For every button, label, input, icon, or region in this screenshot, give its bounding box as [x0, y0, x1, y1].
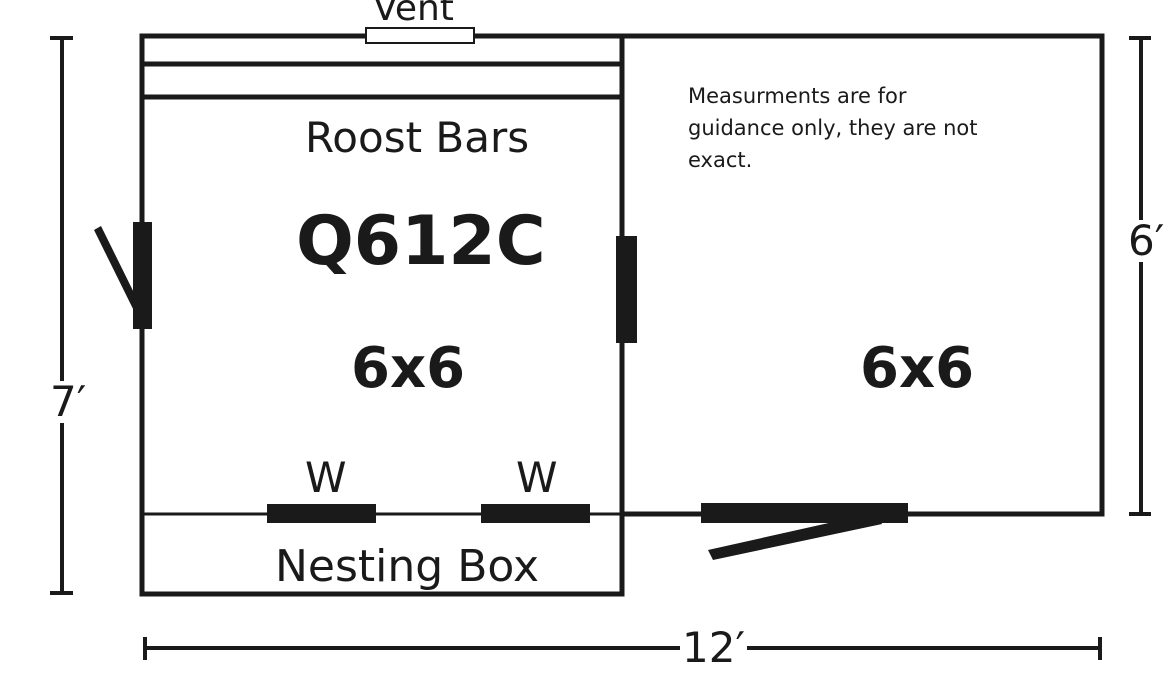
side-door-swing [94, 226, 146, 321]
run-size-label: 6x6 [860, 336, 975, 401]
height-right-dimension: 6′ [1124, 220, 1169, 262]
pop-door [616, 236, 637, 343]
window-left-label: W [305, 453, 347, 502]
vent-label: Vent [373, 0, 454, 29]
vent [365, 27, 475, 44]
coop-size-label: 6x6 [351, 336, 466, 401]
run-door-swing [708, 512, 882, 560]
roost-bars-label: Roost Bars [305, 113, 530, 162]
measurement-note: Measurments are for guidance only, they … [688, 84, 978, 172]
model-label: Q612C [296, 202, 546, 281]
window-right-label: W [516, 453, 558, 502]
window-left [267, 504, 376, 523]
height-left-dimension: 7′ [46, 381, 91, 423]
nesting-box-label: Nesting Box [275, 541, 539, 592]
width-dimension: 12′ [680, 623, 747, 672]
window-right [481, 504, 590, 523]
